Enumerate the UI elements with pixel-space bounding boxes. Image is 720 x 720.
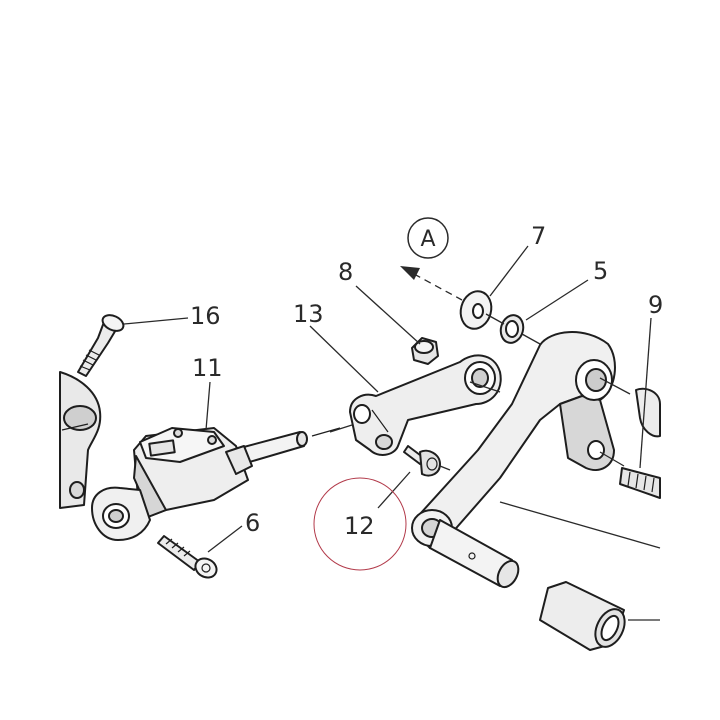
bolt-16 — [77, 314, 125, 377]
left-bracket — [59, 371, 102, 509]
callout-13: 13 — [293, 300, 324, 328]
callout-5: 5 — [593, 257, 608, 285]
bolt-6 — [157, 535, 218, 579]
callout-a-circle — [407, 217, 449, 259]
link-13 — [349, 354, 502, 456]
washer-7 — [459, 290, 493, 330]
callout-9: 9 — [648, 291, 663, 319]
direction-arrow-a — [400, 266, 463, 301]
nut-8 — [411, 337, 439, 365]
leader-lines — [123, 245, 661, 621]
callout-a: A — [420, 227, 435, 252]
callout-7: 7 — [531, 222, 546, 250]
screw-12 — [403, 445, 441, 477]
brake-pedal-lever — [411, 331, 626, 651]
callout-12: 12 — [344, 512, 375, 540]
master-cylinder-11 — [91, 427, 341, 541]
callout-16: 16 — [190, 302, 221, 330]
right-edge-part — [619, 387, 661, 499]
callout-11: 11 — [192, 354, 223, 382]
o-ring-5 — [499, 314, 525, 344]
callout-8: 8 — [338, 258, 353, 286]
highlight-circle-12 — [313, 477, 407, 571]
assembly-axis-lines — [329, 313, 631, 471]
callout-6: 6 — [245, 509, 260, 537]
